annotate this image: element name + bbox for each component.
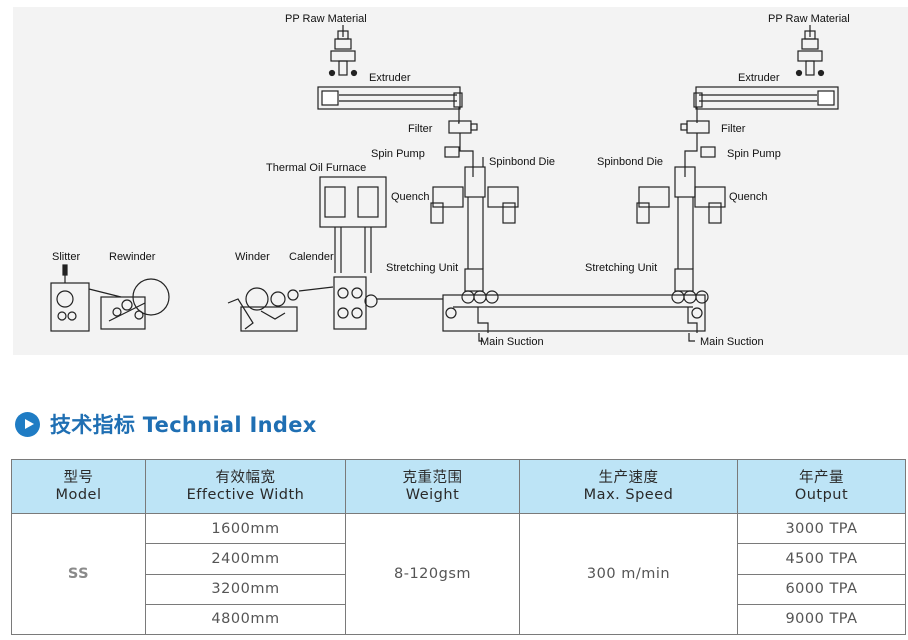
right-extruder-icon [693, 86, 839, 110]
header-cn: 年产量 [799, 469, 844, 486]
label-thermal-oil-furnace: Thermal Oil Furnace [266, 162, 367, 174]
header-cn: 型号 [63, 469, 94, 486]
rewinder-icon [100, 278, 170, 330]
left-spin-pump-icon [444, 146, 460, 158]
label-slitter: Slitter [52, 251, 81, 263]
label-extruder-left: Extruder [369, 72, 411, 84]
right-quench-icon [636, 186, 726, 224]
label-pp-raw-material-right: PP Raw Material [768, 13, 850, 25]
output-cell: 3000 TPA [737, 513, 906, 545]
play-circle-icon [15, 411, 40, 437]
thermal-oil-furnace-icon [319, 176, 387, 273]
label-stretching-unit-left: Stretching Unit [386, 262, 459, 274]
width-cell: 2400mm [145, 543, 346, 575]
section-header: 技术指标 Technial Index [15, 409, 317, 439]
label-calender: Calender [289, 251, 334, 263]
section-title: 技术指标 Technial Index [50, 413, 317, 437]
header-en: Weight [405, 486, 460, 503]
label-winder: Winder [235, 251, 270, 263]
label-filter-left: Filter [408, 123, 433, 135]
label-spin-pump-left: Spin Pump [371, 148, 425, 160]
right-filter-icon [680, 120, 710, 134]
label-spin-pump-right: Spin Pump [727, 148, 781, 160]
right-spinbond-die-icon [674, 166, 696, 198]
label-extruder-right: Extruder [738, 72, 780, 84]
weight-cell: 8-120gsm [345, 513, 520, 635]
right-stretching-unit-icon [671, 268, 709, 304]
speed-cell: 300 m/min [519, 513, 738, 635]
label-spinbond-die-right: Spinbond Die [597, 156, 664, 168]
label-stretching-unit-right: Stretching Unit [585, 262, 658, 274]
header-cn: 生产速度 [598, 469, 659, 486]
left-hopper-icon [328, 25, 358, 77]
header-en: Model [55, 486, 102, 503]
process-diagram: PP Raw Material PP Raw Material Extruder… [13, 7, 908, 355]
label-main-suction-left: Main Suction [480, 336, 544, 348]
label-filter-right: Filter [721, 123, 746, 135]
right-spin-pump-icon [700, 146, 716, 158]
table-row: 3200mm 6000 TPA [12, 573, 906, 605]
label-spinbond-die-left: Spinbond Die [489, 156, 556, 168]
header-cn: 克重范围 [402, 469, 463, 486]
label-pp-raw-material-left: PP Raw Material [285, 13, 367, 25]
right-hopper-icon [795, 25, 825, 77]
left-filter-icon [448, 120, 478, 134]
table-row: SS 1600mm 8-120gsm 300 m/min 3000 TPA [11, 513, 906, 635]
left-extruder-icon [317, 86, 463, 110]
label-rewinder: Rewinder [109, 251, 156, 263]
output-cell: 9000 TPA [737, 603, 906, 636]
width-cell: 3200mm [145, 573, 346, 605]
process-diagram-drawing [50, 25, 839, 342]
width-cell: 1600mm [145, 513, 346, 545]
label-quench-left: Quench [391, 191, 430, 203]
header-en: Max. Speed [583, 486, 674, 503]
left-stretching-unit-icon [461, 268, 499, 304]
calender-icon [333, 276, 378, 330]
label-main-suction-right: Main Suction [700, 336, 764, 348]
header-cn: 有效幅宽 [215, 469, 276, 486]
output-cell: 4500 TPA [737, 543, 906, 575]
model-cell: SS [11, 513, 146, 635]
winder-icon [227, 286, 334, 332]
header-en: Effective Width [186, 486, 305, 503]
width-cell: 4800mm [145, 603, 346, 636]
slitter-icon [50, 264, 90, 332]
header-en: Output [794, 486, 849, 503]
left-quench-icon [430, 186, 519, 224]
label-quench-right: Quench [729, 191, 768, 203]
left-spinbond-die-icon [464, 166, 486, 198]
output-cell: 6000 TPA [737, 573, 906, 605]
forming-conveyor-icon [442, 294, 706, 333]
table-row: 4800mm 9000 TPA [12, 603, 906, 636]
